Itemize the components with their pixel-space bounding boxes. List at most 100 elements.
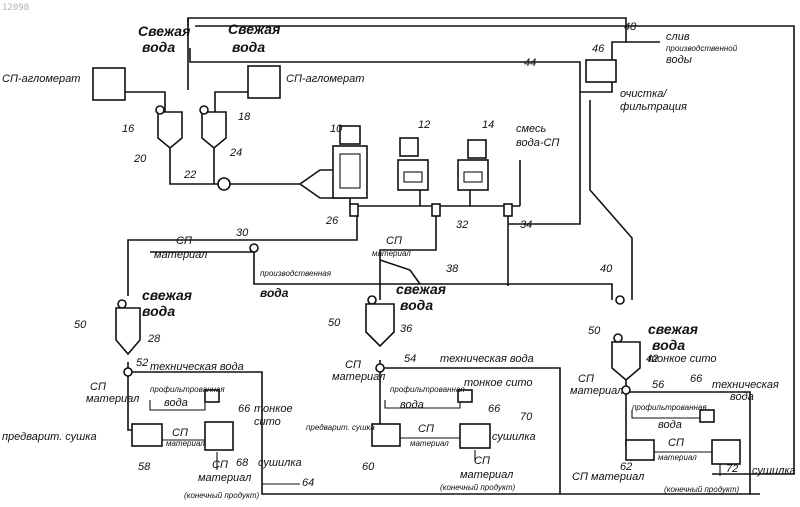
label-profiled-water-3b: вода [658,419,682,431]
label-tech-water-3b: вода [730,391,754,403]
tank-42 [612,342,640,380]
ref-70: 70 [520,411,533,423]
dryer-68 [205,422,233,450]
dryer-72 [712,440,740,464]
label-agglomerate-right: СП-агломерат [286,73,364,85]
watermark: 12098 [2,3,29,13]
label-dryer-1: сушилка [258,457,302,469]
ref-60: 60 [362,461,375,473]
label-drain-3: воды [666,54,692,66]
ref-28: 28 [147,333,161,345]
label-fine-screen-2: тонкое сито [464,377,532,389]
label-final-3: СП материал [572,471,644,483]
ref-50-c: 50 [588,325,601,337]
label-profiled-water-2b: вода [400,399,424,411]
ref-50-a: 50 [74,319,87,331]
label-fresh-water-3: свежая [142,287,192,303]
label-fine-screen-1b: сито [254,416,281,428]
label-profiled-water-2: профильтрованная [390,385,465,394]
ref-24: 24 [229,147,242,159]
label-tech-water-2: техническая вода [440,353,534,365]
label-pre-drying-2: предварит. сушка [306,423,375,432]
ref-66-a: 66 [238,403,251,415]
label-fresh-water-3b: вода [142,303,175,319]
separator-26 [350,204,358,216]
ref-26: 26 [325,215,339,227]
tank-36 [366,304,394,346]
ref-66-c: 66 [690,373,703,385]
label-agglomerate-left: СП-агломерат [2,73,80,85]
label-mixture-2: вода-СП [516,137,559,149]
label-sp-material-3: СП [90,381,106,393]
separator-34 [504,204,512,216]
label-sp-material-2b: материал [372,249,411,258]
label-sp-material-4: СП [345,359,361,371]
label-tech-water-3: техническая [712,379,779,391]
label-sp-material-5: СП [578,373,594,385]
label-final-1c: (конечный продукт) [184,491,260,500]
label-sp-mid-2: СП [418,423,434,435]
label-process-water: производственная [260,269,332,278]
label-mixture: смесь [516,123,547,135]
label-sp-mid-3: СП [668,437,684,449]
label-pre-drying-1: предварит. сушка [2,431,97,443]
ref-54: 54 [404,353,416,365]
label-sp-mid-2b: материал [410,439,449,448]
label-process-water-b: вода [260,286,289,300]
label-final-2c: (конечный продукт) [440,483,516,492]
ref-38: 38 [446,263,459,275]
label-cleaning-2: фильтрация [620,101,687,113]
label-sp-material-1: СП [176,235,192,247]
label-sp-mid-1: СП [172,427,188,439]
ref-44: 44 [524,57,536,69]
label-dryer-2: сушилка [492,431,536,443]
label-fresh-water-1b: вода [142,39,175,55]
tank-28 [116,308,140,354]
pre-dryer-58 [132,424,162,446]
ref-62: 62 [620,461,632,473]
label-fresh-water-5b: вода [652,337,685,353]
ref-64: 64 [302,477,314,489]
label-sp-mid-3b: материал [658,453,697,462]
label-fresh-water-5: свежая [648,321,698,337]
ref-56: 56 [652,379,665,391]
label-fresh-water-2b: вода [232,39,265,55]
label-fresh-water-4b: вода [400,297,433,313]
label-sp-material-5b: материал [570,385,623,397]
ref-68: 68 [236,457,249,469]
label-fresh-water-4: свежая [396,281,446,297]
label-sp-material-4b: материал [332,371,385,383]
ref-72: 72 [726,463,738,475]
ref-40: 40 [600,263,613,275]
label-dryer-3: сушилка [752,465,796,477]
ref-48: 48 [624,21,637,33]
ref-22: 22 [183,169,196,181]
label-sp-material-1b: материал [154,249,207,261]
pre-dryer-62 [626,440,654,460]
ref-12: 12 [418,119,430,131]
pre-dryer-60 [372,424,400,446]
ref-36: 36 [400,323,413,335]
ref-30: 30 [236,227,249,239]
label-fresh-water-1: Свежая [138,23,190,39]
label-fine-screen-3: тонкое сито [648,353,716,365]
treatment-46 [586,60,616,82]
ref-46: 46 [592,43,605,55]
hopper-left [93,68,125,100]
mix-tank-18 [202,112,226,148]
ref-66-b: 66 [488,403,501,415]
label-cleaning: очистка/ [620,88,667,100]
ref-50-b: 50 [328,317,341,329]
dryer-70 [460,424,490,448]
label-profiled-water-3: профильтрованная [632,403,707,412]
label-sp-material-2: СП [386,235,402,247]
ref-42: 42 [646,353,658,365]
label-tech-water-1: техническая вода [150,361,244,373]
label-final-3c: (конечный продукт) [664,485,740,494]
label-fresh-water-2: Свежая [228,21,280,37]
ref-10: 10 [330,123,343,135]
label-profiled-water-1b: вода [164,397,188,409]
mix-tank-16 [158,112,182,148]
label-profiled-water-1: профильтрованная [150,385,225,394]
